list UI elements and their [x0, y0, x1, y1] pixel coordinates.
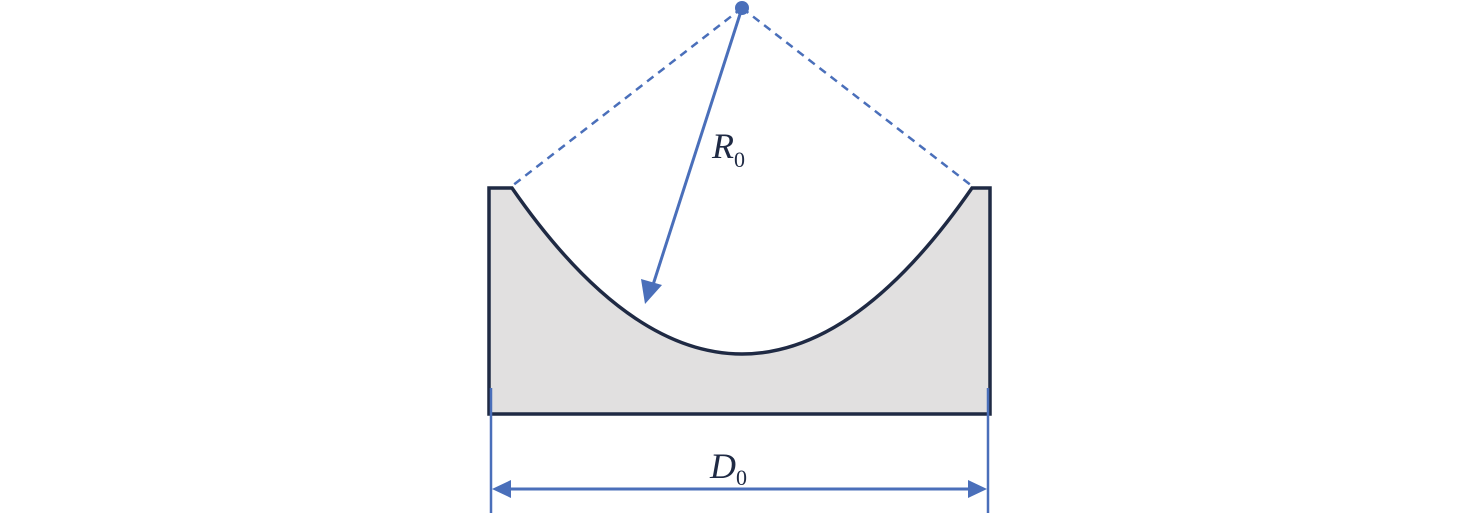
- diameter-label-subscript: 0: [736, 465, 747, 490]
- diameter-arrowhead-right: [968, 480, 987, 498]
- construction-line-left: [511, 7, 743, 187]
- construction-line-right: [741, 7, 973, 187]
- radius-label: R0: [711, 126, 745, 172]
- lens-body: [487, 186, 992, 416]
- radius-label-main: R: [711, 126, 734, 166]
- diameter-arrowhead-left: [492, 480, 511, 498]
- radius-arrowhead: [641, 279, 662, 304]
- diameter-label: D0: [709, 446, 747, 490]
- radius-label-subscript: 0: [734, 147, 745, 172]
- diameter-label-main: D: [709, 446, 736, 486]
- radius-arrow-line: [650, 7, 744, 289]
